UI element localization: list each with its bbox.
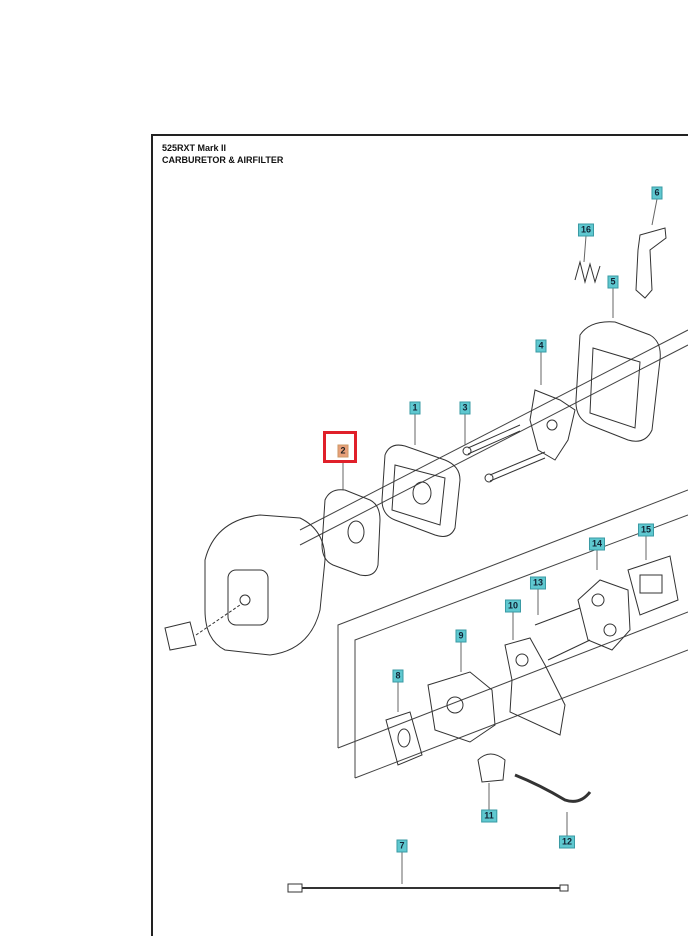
intake-manifold-drawing xyxy=(577,579,631,651)
part-label-6[interactable]: 6 xyxy=(651,186,663,200)
screws-drawing xyxy=(462,424,546,483)
carburetor-drawing xyxy=(427,671,496,743)
part-label-1[interactable]: 1 xyxy=(409,401,421,415)
part-label-3[interactable]: 3 xyxy=(459,401,471,415)
part-label-15[interactable]: 15 xyxy=(637,523,655,537)
part-label-14[interactable]: 14 xyxy=(588,537,606,551)
diagram-frame xyxy=(151,134,688,936)
part-label-5[interactable]: 5 xyxy=(607,275,619,289)
spring-drawing xyxy=(574,260,601,284)
part-label-4[interactable]: 4 xyxy=(535,339,547,353)
bolts-drawing xyxy=(534,607,591,661)
filter-housing-drawing xyxy=(575,321,661,442)
part-label-7[interactable]: 7 xyxy=(396,839,408,853)
part-label-11[interactable]: 11 xyxy=(481,809,497,823)
throttle-cable-drawing xyxy=(287,883,569,893)
part-label-16[interactable]: 16 xyxy=(577,223,595,237)
assembly-guide-lines xyxy=(299,329,688,779)
filter-holder-drawing xyxy=(381,444,461,537)
diagram-title: 525RXT Mark II CARBURETOR & AIRFILTER xyxy=(162,142,283,166)
section-name: CARBURETOR & AIRFILTER xyxy=(162,155,284,165)
part-label-2[interactable]: 2 xyxy=(337,444,349,458)
fuel-line-drawing xyxy=(514,773,592,803)
exploded-view-drawing xyxy=(164,198,688,893)
part-label-13[interactable]: 13 xyxy=(529,576,547,590)
leader-lines xyxy=(342,198,658,884)
choke-lever-drawing xyxy=(635,227,667,299)
selected-part-highlight xyxy=(323,431,357,463)
engine-cover-drawing xyxy=(164,514,326,656)
primer-bulb-drawing xyxy=(477,753,506,783)
insulator-plate-drawing xyxy=(504,637,566,736)
air-filter-element-drawing xyxy=(321,489,381,576)
part-label-8[interactable]: 8 xyxy=(392,669,404,683)
intake-gasket-drawing xyxy=(627,555,679,616)
carb-gasket-drawing xyxy=(385,711,423,766)
model-name: 525RXT Mark II xyxy=(162,143,227,153)
choke-plate-drawing xyxy=(529,389,576,461)
part-label-12[interactable]: 12 xyxy=(558,835,576,849)
part-label-9[interactable]: 9 xyxy=(455,629,467,643)
part-label-10[interactable]: 10 xyxy=(504,599,522,613)
